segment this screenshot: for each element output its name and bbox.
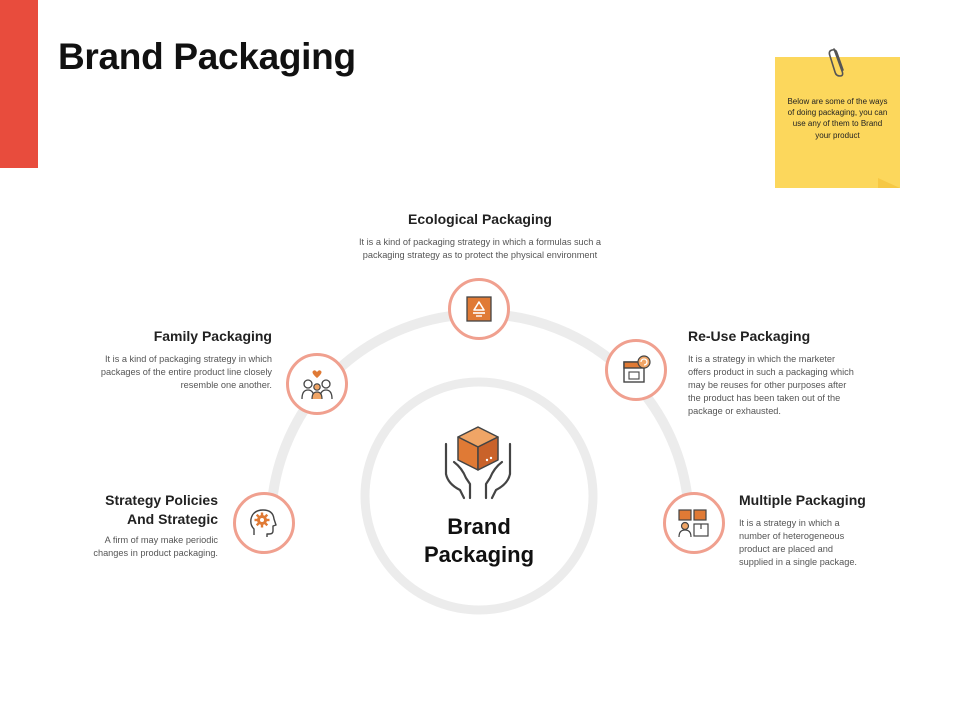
page-title: Brand Packaging [58,36,356,77]
reuse-desc-line4: the product has been taken out of the [688,393,841,403]
multiple-title: Multiple Packaging [739,492,866,508]
sticky-note-curl [878,178,900,188]
node-family [286,353,348,415]
strategy-desc-line2: changes in product packaging. [93,548,218,558]
person-boxes-icon [678,509,709,538]
family-desc-line1: It is a kind of packaging strategy in wh… [105,354,272,364]
sticky-note-text: Below are some of the ways of doing pack… [787,97,888,140]
strategy-desc: A firm of may make periodic changes in p… [30,534,218,560]
family-desc: It is a kind of packaging strategy in wh… [52,353,272,392]
sticky-note: Below are some of the ways of doing pack… [775,57,900,188]
family-icon [301,370,333,400]
strategy-desc-line1: A firm of may make periodic [104,535,218,545]
ecological-desc-line2: packaging strategy as to protect the phy… [362,250,598,260]
reuse-desc-line2: offers product in such a packaging which [688,367,854,377]
family-desc-line3: resemble one another. [180,380,272,390]
ecological-desc: It is a kind of packaging strategy in wh… [300,236,660,262]
strategy-title: Strategy Policies And Strategic [40,491,218,529]
accent-bar [0,0,38,168]
recycle-box-icon [466,296,492,322]
center-label-line2: Packaging [423,542,535,567]
reuse-desc-line1: It is a strategy in which the marketer [688,354,836,364]
reuse-desc: It is a strategy in which the marketer o… [688,353,928,418]
head-gear-icon [250,509,277,537]
ecological-desc-line1: It is a kind of packaging strategy in wh… [358,237,602,247]
node-ecological [448,278,510,340]
family-title: Family Packaging [153,328,272,344]
multiple-desc-line4: supplied in a single package. [739,557,857,567]
reuse-title: Re-Use Packaging [688,328,811,344]
hands-holding-box-icon [444,426,512,500]
center-label: Brand Packaging [399,513,559,569]
ecological-title: Ecological Packaging [408,211,552,227]
family-desc-line2: packages of the entire product line clos… [100,367,272,377]
reuse-desc-line3: may be reuses for other purposes after [688,380,847,390]
multiple-desc-line3: product are placed and [739,544,833,554]
multiple-desc-line2: number of heterogeneous [739,531,845,541]
multiple-desc-line1: It is a strategy in which a [739,518,840,528]
node-multiple [663,492,725,554]
multiple-desc: It is a strategy in which a number of he… [739,517,939,569]
paperclip-icon [828,48,844,77]
node-reuse [605,339,667,401]
strategy-title-line2: And Strategic [126,511,218,527]
node-strategy [233,492,295,554]
reuse-desc-line5: package or exhausted. [688,406,781,416]
center-label-line1: Brand [447,514,511,539]
strategy-title-line1: Strategy Policies [105,492,218,508]
reuse-box-icon [623,355,651,383]
